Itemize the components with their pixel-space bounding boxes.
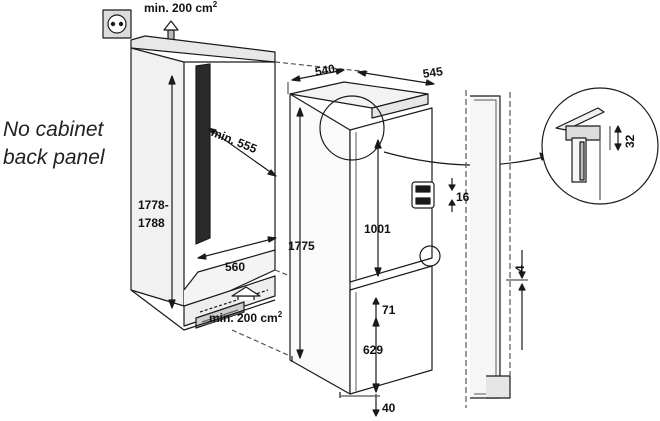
lower-door-label: 629 [363,343,384,357]
hinge-detail [411,178,456,212]
socket-icon [102,9,132,39]
cabinet-side-profile [465,90,511,408]
refrigerator [289,81,433,398]
appliance-depth-dimension [287,68,345,94]
appliance-height-dimension [296,107,304,359]
appliance-width-label: 545 [421,64,444,81]
no-back-panel-note: No cabinet back panel [3,116,105,172]
niche-width-label: 560 [225,260,246,274]
niche-height-dimension [168,75,176,309]
vent-bottom-arrow [231,286,261,300]
vent-top-text: min. 200 cm [144,1,213,15]
niche-height-line-2: 1788 [138,216,165,230]
bottom-gap-dimension [340,394,380,417]
vent-bottom-superscript: 2 [277,310,283,319]
appliance-depth-label: 540 [313,61,336,79]
callout-circle-top [319,95,385,161]
hinge-gap-label: 16 [456,190,470,204]
side-offset-label: 4 [513,265,527,272]
upper-door-dimension [374,139,382,277]
bottom-gap-label: 40 [382,401,396,415]
niche-width-dimension [197,236,277,260]
niche-height-label: 1778- 1788 [138,196,169,232]
appliance-width-dimension [357,70,435,86]
door-gap-label: 71 [382,303,396,317]
vent-top-arrow [163,20,179,40]
vent-bottom-label: min. 200 cm2 [209,310,283,325]
detail-depth-label: 32 [623,134,637,148]
note-line-1: No cabinet [3,118,104,141]
note-line-2: back panel [3,146,105,169]
vent-bottom-text: min. 200 cm [209,311,278,325]
upper-door-label: 1001 [364,222,391,236]
vent-top-label: min. 200 cm2 [144,0,218,15]
detail-magnifier [541,87,659,205]
cabinet-niche [130,35,276,331]
callout-circle-middle [419,245,441,267]
niche-depth-dimension [207,127,277,177]
side-offset-dimension [506,250,528,350]
door-gap-dimension [372,297,380,318]
lower-door-dimension [372,317,380,393]
appliance-height-label: 1775 [288,239,315,253]
niche-height-line-1: 1778- [138,198,169,212]
callout-connector [383,151,549,166]
vent-top-superscript: 2 [212,0,218,9]
